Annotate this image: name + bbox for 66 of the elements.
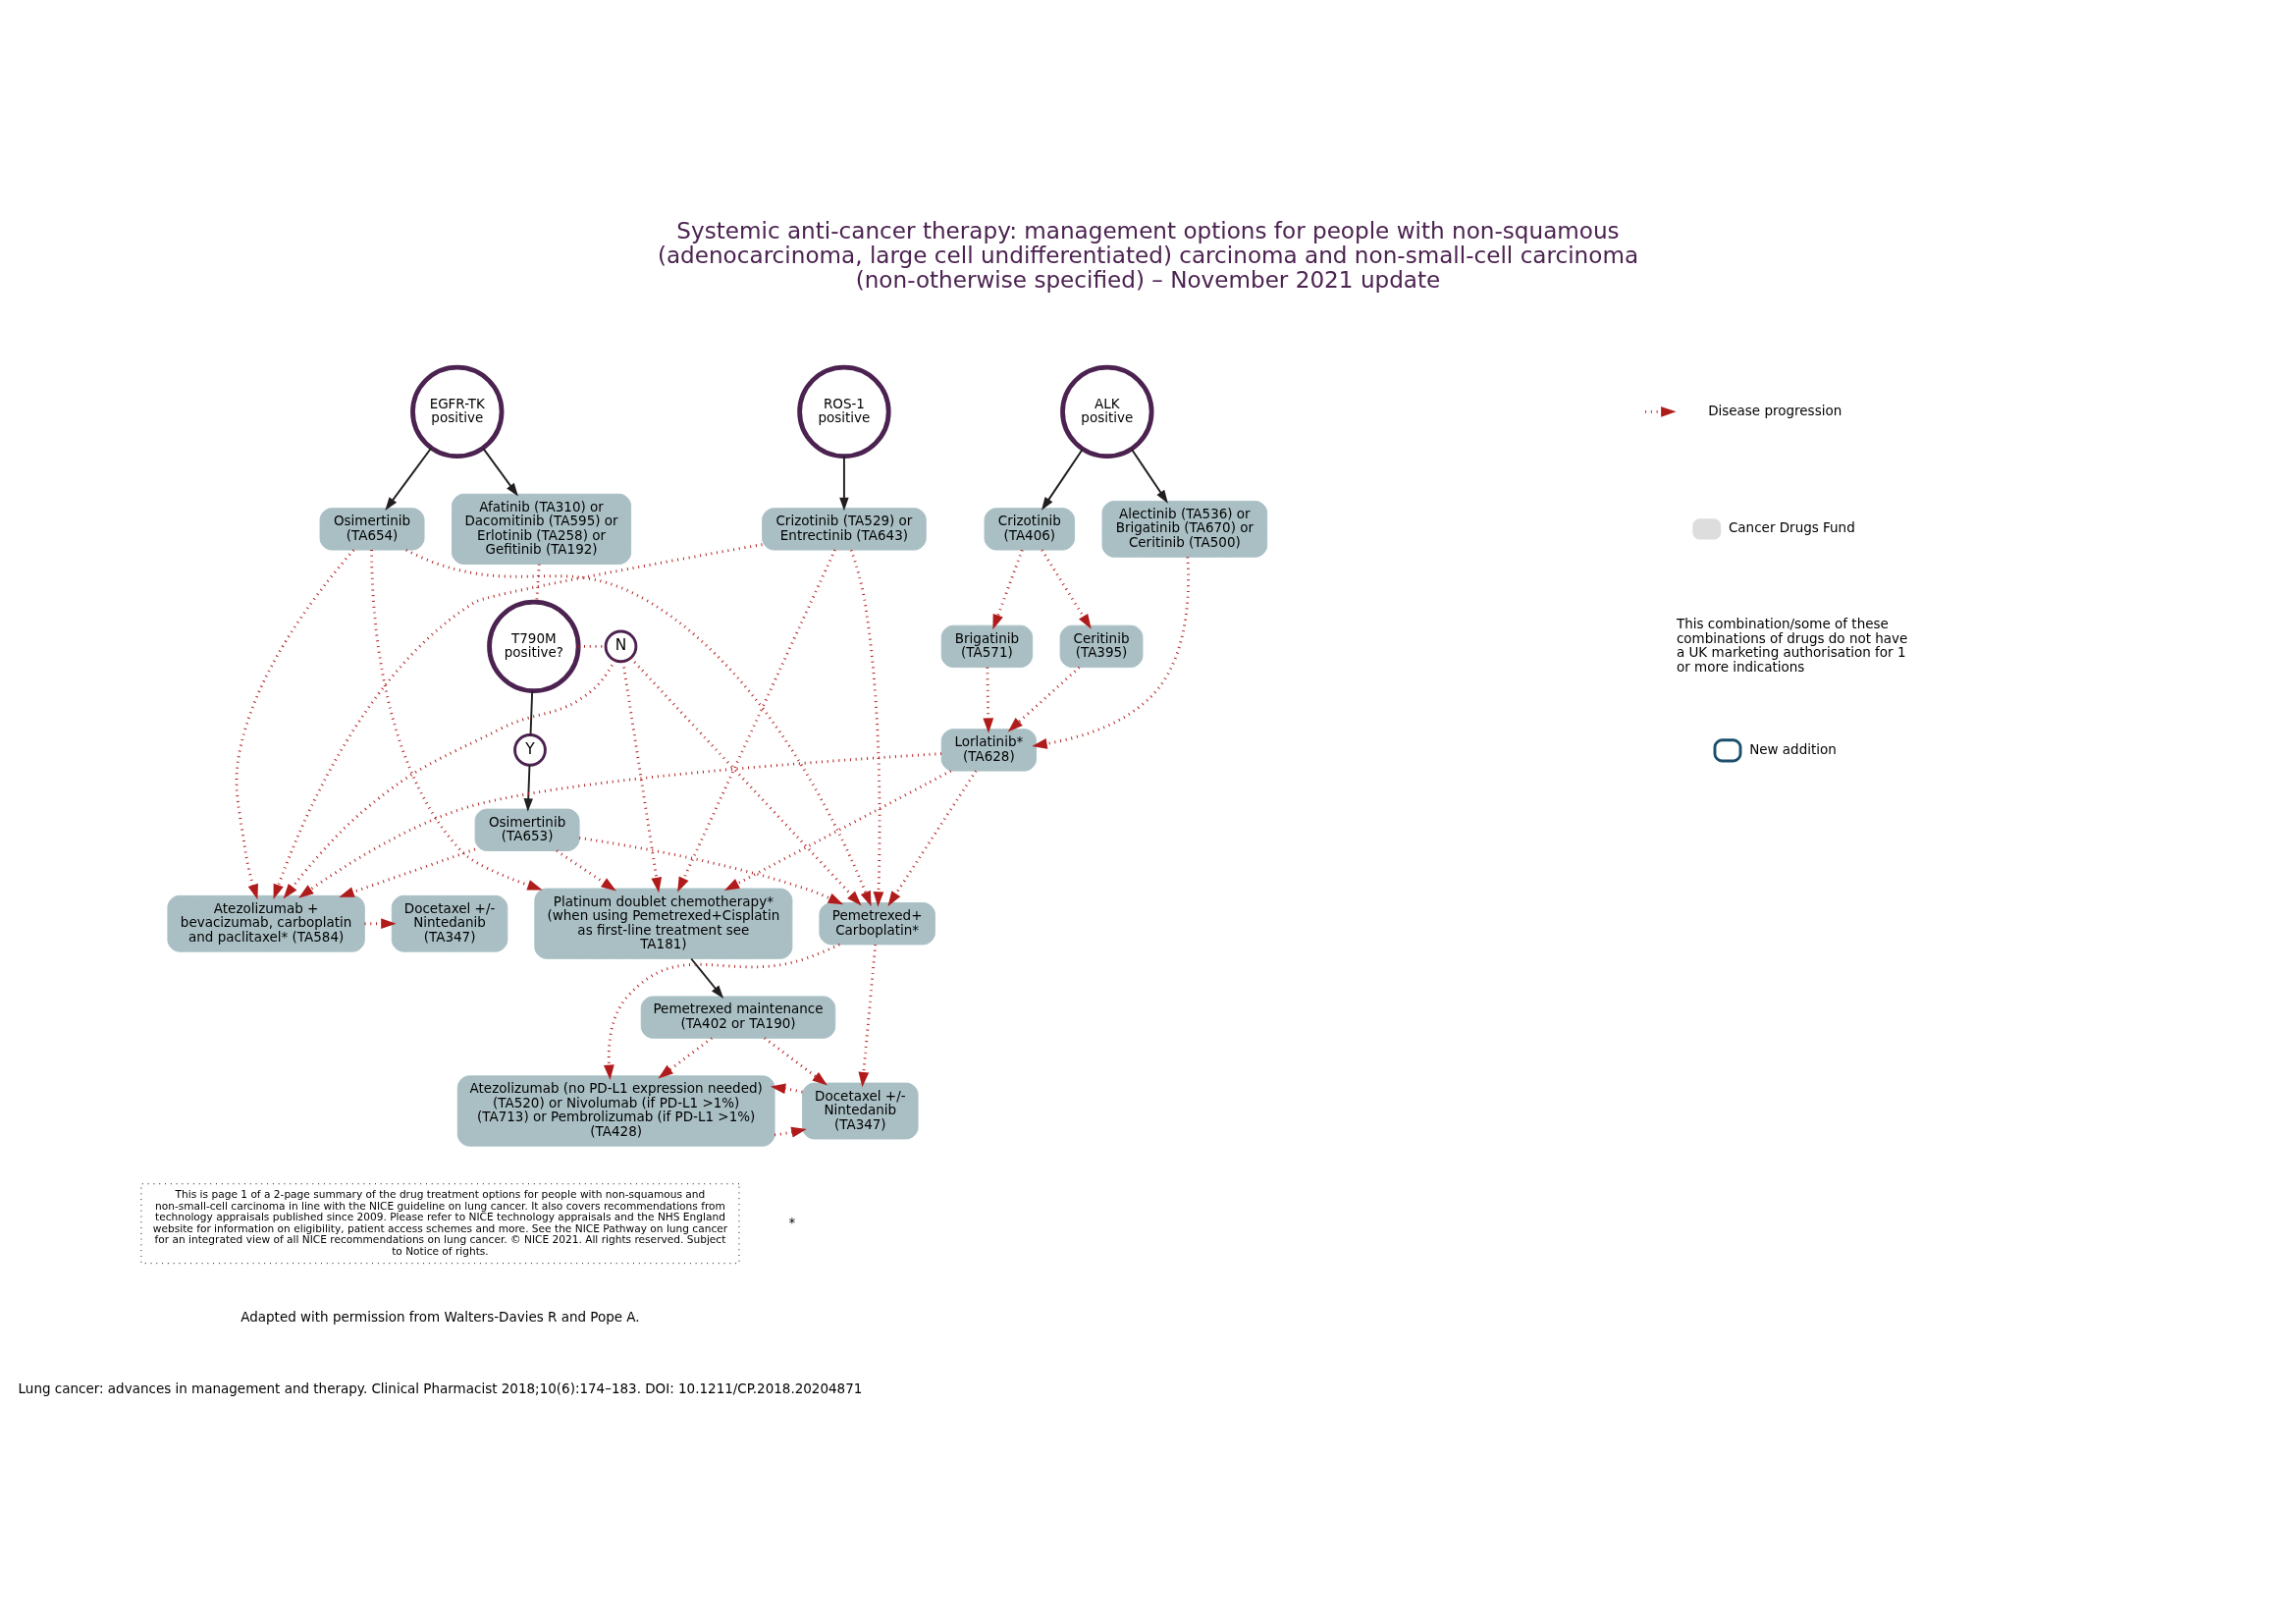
arrow <box>482 447 518 497</box>
label: * <box>788 1214 796 1230</box>
node-box: Lorlatinib* (TA628) <box>940 729 1038 772</box>
arrow <box>298 752 942 898</box>
node-box: Atezolizumab (no PD-L1 expression needed) (TA520) or Nivolumab (if PD-L1 >1%) (TA713) or Pembrolizumab (if PD-L1 >1%) (TA428) <box>456 1075 775 1147</box>
arrow <box>770 1083 803 1095</box>
arrow <box>1041 448 1084 511</box>
label: Adapted with permission from Walters-Davies R and Pope A. <box>240 1309 640 1326</box>
legend-label: This combination/some of these combinations of drugs do not have a UK marketing authorisation for 1 or more indications <box>1676 616 1908 675</box>
node-box: This is page 1 of a 2-page summary of the drug treatment options for people with non-squamous and non-small-cell carcinoma in line with the NICE guideline on lung cancer. It also covers recommendations from technology appraisals published since 2009. Please refer to NICE technology appraisals and the NHS England website for information on eligibility, patient access schemes and more. See the NICE Pathway on lung cancer for an integrated view of all NICE recommendations on lung cancer. © NICE 2021. All rights reserved. Subject to Notice of rights. <box>140 1183 740 1265</box>
arrow <box>723 769 952 892</box>
arrow <box>992 549 1024 630</box>
node-box: Alectinib (TA536) or Brigatinib (TA670) or Ceritinib (TA500) <box>1101 500 1268 558</box>
node-circle: Y <box>513 733 547 767</box>
legend-label: Disease progression <box>1708 402 1842 418</box>
arrow <box>385 447 433 511</box>
node-box: Atezolizumab + bevacizumab, carboplatin and paclitaxel* (TA584) <box>167 894 365 952</box>
arrow <box>629 657 862 906</box>
arrow <box>774 1126 807 1138</box>
node-box: Pemetrexed+ Carboplatin* <box>819 902 935 946</box>
arrow <box>603 943 840 1081</box>
arrow <box>621 661 663 893</box>
connector <box>529 689 534 736</box>
arrow <box>658 1037 713 1079</box>
arrow <box>1032 557 1190 749</box>
arrow <box>849 549 884 907</box>
arrow <box>983 667 994 733</box>
node-box: Osimertinib (TA653) <box>474 808 580 851</box>
arrow <box>858 945 878 1088</box>
arrow <box>1041 549 1092 629</box>
arrow <box>273 543 763 900</box>
node-box: Crizotinib (TA529) or Entrectinib (TA643) <box>762 508 927 551</box>
arrow <box>764 1037 828 1086</box>
node-circle: N <box>604 629 638 664</box>
connector <box>535 564 541 602</box>
node-box: Brigatinib (TA571) <box>940 624 1034 669</box>
arrow <box>579 837 844 905</box>
node-box: Docetaxel +/- Nintedanib (TA347) <box>391 894 508 952</box>
node-box: Platinum doublet chemotherapy* (when using Pemetrexed+Cisplatin as first-line treatment see TA181) <box>534 888 793 959</box>
node-box: Crizotinib (TA406) <box>984 508 1076 551</box>
legend-label: New addition <box>1749 740 1837 757</box>
arrow <box>839 455 849 512</box>
node-circle: ROS-1 positive <box>797 364 891 460</box>
arrow <box>1007 666 1081 732</box>
arrow <box>370 550 543 891</box>
node-circle: T790M positive? <box>487 599 581 694</box>
arrow <box>235 549 355 900</box>
arrow <box>283 659 616 899</box>
node-box: Ceritinib (TA395) <box>1059 624 1144 669</box>
node-box: Pemetrexed maintenance (TA402 or TA190) <box>640 996 836 1039</box>
node-box: Osimertinib (TA654) <box>319 508 425 551</box>
arrow <box>339 847 476 897</box>
diagram-title: Systemic anti-cancer therapy: management options for people with non-squamous (adenocarcinoma, large cell undifferentiated) carcinoma and non-small-cell carcinoma (non-otherwise specified) – November 2021 update <box>657 218 1639 294</box>
node-circle: ALK positive <box>1060 364 1154 460</box>
arrow <box>405 548 872 907</box>
arrow <box>690 957 724 999</box>
node-box: Docetaxel +/- Nintedanib (TA347) <box>802 1082 919 1140</box>
arrow <box>677 549 836 893</box>
arrow <box>556 849 616 892</box>
arrow <box>887 770 978 907</box>
legend-label: Cancer Drugs Fund <box>1728 519 1855 536</box>
node-box: Afatinib (TA310) or Dacomitinib (TA595) or Erlotinib (TA258) or Gefitinib (TA192) <box>452 493 632 565</box>
arrow <box>1130 448 1168 504</box>
arrow <box>523 764 533 812</box>
label: Lung cancer: advances in management and therapy. Clinical Pharmacist 2018;10(6):174–183. DOI: 10.1211/CP.2018.20204871 <box>18 1380 863 1397</box>
node-circle: EGFR-TK positive <box>410 364 505 460</box>
